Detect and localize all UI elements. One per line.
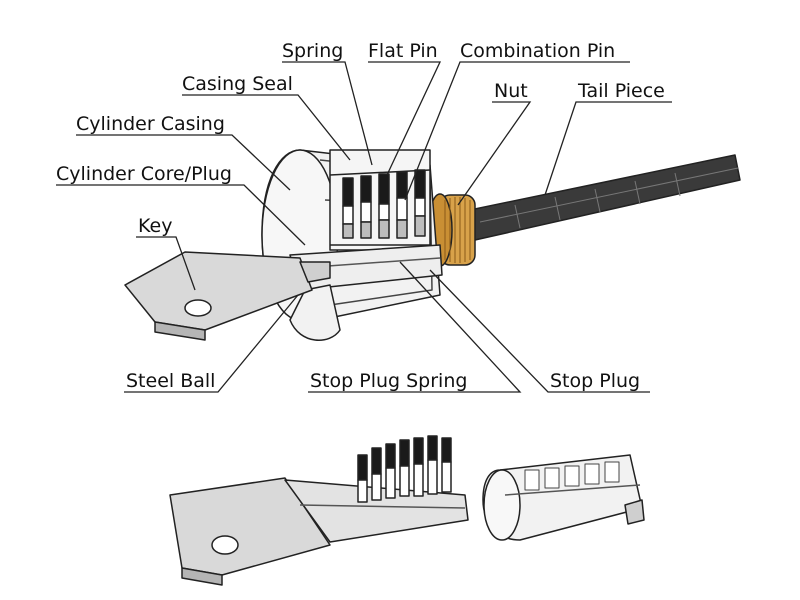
nut-leader <box>457 101 532 206</box>
pin-1 <box>342 177 354 239</box>
label-casing-seal: Casing Seal <box>182 73 293 95</box>
label-spring: Spring <box>282 40 343 62</box>
key-bow-hole-bottom <box>211 535 239 555</box>
label-cylinder-casing: Cylinder Casing <box>76 113 225 135</box>
plug-illustration <box>482 454 645 541</box>
cylinder-casing-leader <box>76 134 291 191</box>
spring-leader <box>282 61 373 166</box>
steel-ball-leader <box>124 294 299 393</box>
key-part <box>124 251 331 341</box>
tail-piece-part <box>469 154 741 241</box>
label-stop-plug-spring: Stop Plug Spring <box>310 370 467 392</box>
label-stop-plug: Stop Plug <box>550 370 640 392</box>
pin-stack <box>342 169 426 239</box>
tail-piece-leader <box>544 101 672 196</box>
stop-plug-leader <box>429 269 650 393</box>
key-bow-hole <box>184 299 212 317</box>
label-tail-piece: Tail Piece <box>577 80 665 102</box>
cylinder-core-leader <box>56 184 306 246</box>
key-with-pins-illustration <box>169 435 469 586</box>
pin-3 <box>378 173 390 239</box>
casing-lower-lobe <box>289 284 341 341</box>
casing-seal-leader <box>182 94 351 161</box>
leader-lines <box>56 61 672 393</box>
flat-pin-leader <box>368 61 442 176</box>
cylinder-assembly <box>124 149 741 341</box>
label-cylinder-core-plug: Cylinder Core/Plug <box>56 163 232 185</box>
label-nut: Nut <box>494 80 528 102</box>
pin-4 <box>396 171 408 239</box>
combination-pin-leader <box>404 61 630 201</box>
pin-5 <box>414 169 426 237</box>
label-steel-ball: Steel Ball <box>126 370 215 392</box>
label-combination-pin: Combination Pin <box>460 40 615 62</box>
label-flat-pin: Flat Pin <box>368 40 438 62</box>
labels: Spring Flat Pin Combination Pin Casing S… <box>56 40 665 392</box>
bottom-pins <box>357 435 452 503</box>
label-key: Key <box>138 215 172 237</box>
pin-2 <box>360 175 372 239</box>
stop-plug-spring-leader <box>308 261 522 393</box>
key-leader <box>136 236 196 291</box>
